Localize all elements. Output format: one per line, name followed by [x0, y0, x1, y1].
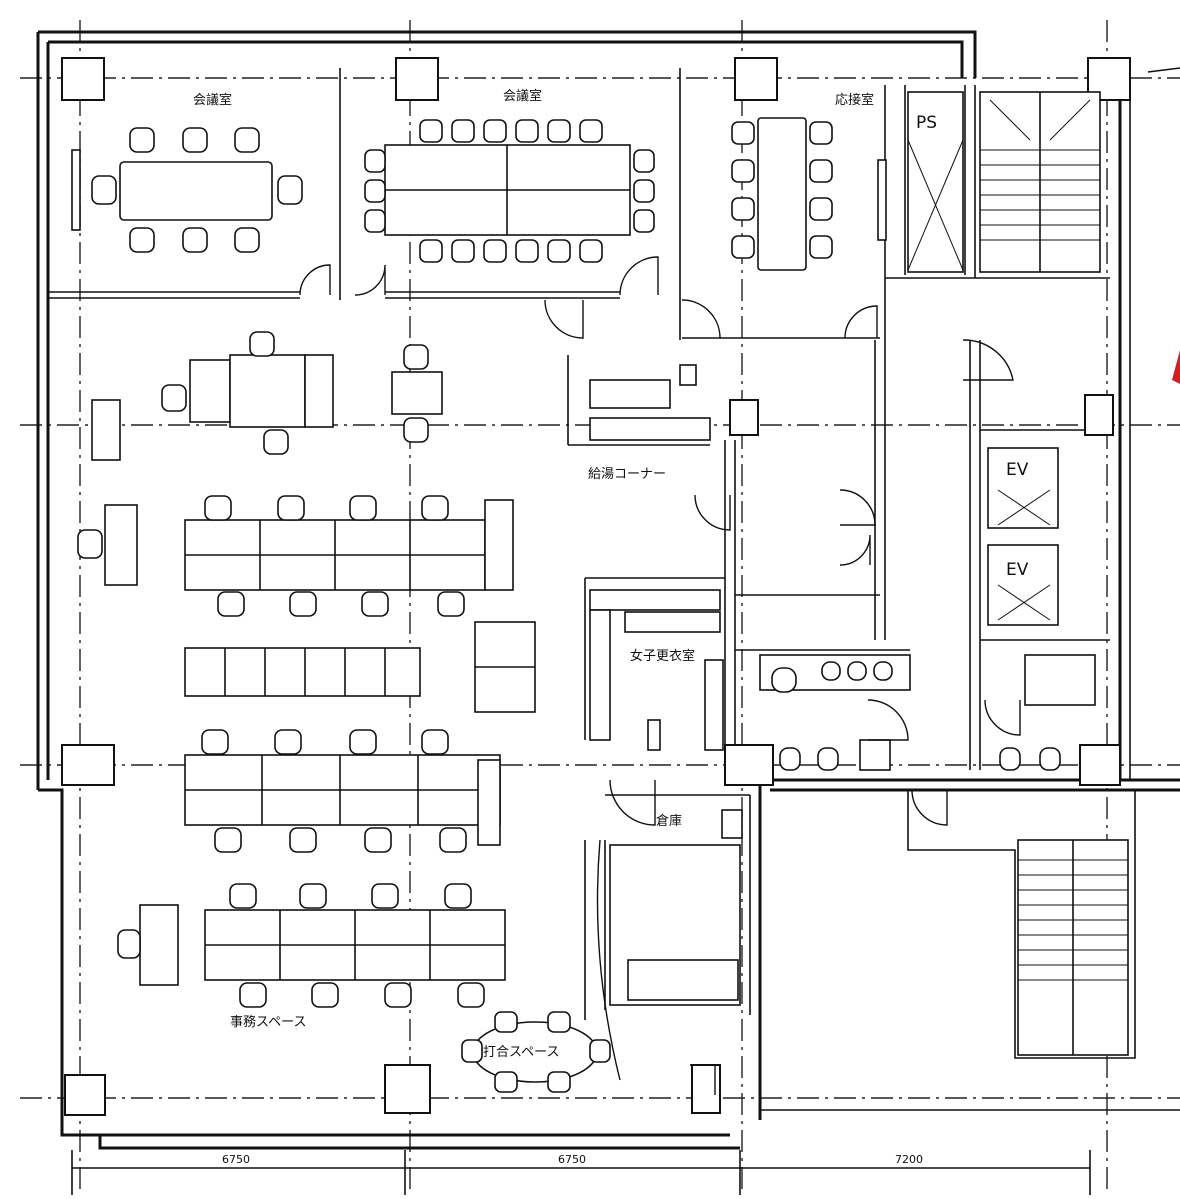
label-meeting-room-1: 会議室 [193, 92, 232, 108]
meeting-room-2-furniture [364, 119, 655, 263]
storage-furniture [609, 809, 743, 1006]
meeting-room-2-chairs-bottom [419, 239, 603, 263]
label-womens-locker: 女子更衣室 [630, 648, 695, 664]
red-accent-mark [1172, 350, 1180, 384]
label-reception-room: 応接室 [835, 92, 874, 108]
stairs-lower [1017, 839, 1129, 1056]
label-ps: PS [916, 113, 937, 133]
upper-workstations [77, 331, 443, 586]
dimension-span-3: 7200 [895, 1153, 923, 1166]
label-storage: 倉庫 [656, 814, 682, 829]
label-elevator-2: EV [1006, 560, 1029, 580]
label-meeting-room-2: 会議室 [503, 88, 542, 104]
meeting-space-table [461, 1011, 611, 1093]
stairs-upper [979, 91, 1101, 273]
low-cabinet-row [184, 621, 536, 713]
columns [61, 57, 1131, 1116]
doors [299, 256, 1021, 1095]
outer-walls [36, 30, 1180, 1150]
meeting-room-2-chairs-top [419, 119, 603, 143]
label-elevator-1: EV [1006, 460, 1029, 480]
desk-cluster-2 [184, 729, 501, 853]
label-meeting-space: 打合スペース [483, 1045, 559, 1060]
elevators [987, 447, 1059, 626]
ps-shaft [907, 91, 964, 273]
reception-room-furniture [731, 117, 887, 271]
room-labels: 会議室 会議室 応接室 PS 給湯コーナー EV EV 女子更衣室 倉庫 事務ス… [193, 88, 1029, 1060]
interior-walls [48, 68, 1110, 1020]
desk-cluster-3 [117, 883, 506, 1008]
dimension-span-2: 6750 [558, 1153, 586, 1166]
kyutou-corner-furniture [589, 364, 711, 441]
label-kyutou-corner: 給湯コーナー [588, 467, 666, 482]
restroom-fixtures [759, 654, 1096, 771]
locker-room-furniture [589, 589, 724, 751]
label-office-space: 事務スペース [230, 1015, 306, 1030]
meeting-room-1-furniture [71, 127, 303, 253]
desk-cluster-1 [184, 495, 514, 617]
dimension-span-1: 6750 [222, 1153, 250, 1166]
dimension-line: 6750 6750 7200 [71, 1150, 1091, 1195]
